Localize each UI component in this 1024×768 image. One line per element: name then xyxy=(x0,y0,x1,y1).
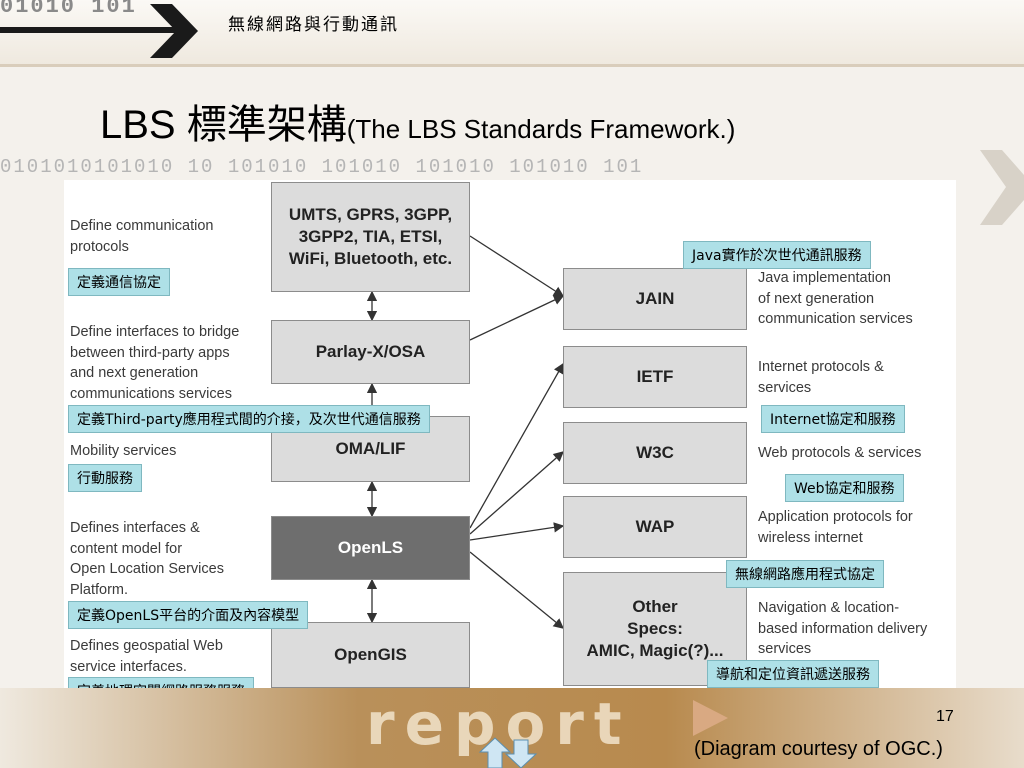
label-line: Web protocols & services xyxy=(758,445,922,461)
label-application-protocols: Application protocols for wireless inter… xyxy=(758,507,913,548)
caption-java: Java實作於次世代通訊服務 xyxy=(683,241,871,269)
caption-mobility: 行動服務 xyxy=(68,464,142,492)
header-title: 無線網路與行動通訊 xyxy=(228,15,399,35)
top-banner xyxy=(0,0,1024,64)
banner-binary-text: 01010 101 xyxy=(0,0,137,19)
label-mobility-services: Mobility services xyxy=(70,441,176,462)
label-line: communications services xyxy=(70,385,232,402)
box-line: 3GPP2, TIA, ETSI, xyxy=(298,227,443,246)
box-line: WiFi, Bluetooth, etc. xyxy=(288,249,453,268)
label-line: wireless internet xyxy=(758,529,863,546)
caption-web: Web協定和服務 xyxy=(785,474,904,502)
caption-wap: 無線網路應用程式協定 xyxy=(726,560,884,588)
caption-third-party: 定義Third-party應用程式間的介接，及次世代通信服務 xyxy=(68,405,430,433)
label-line: Open Location Services xyxy=(70,561,224,577)
box-line: W3C xyxy=(636,443,674,462)
box-line: OMA/LIF xyxy=(335,439,406,458)
box-line: Other xyxy=(632,597,678,616)
slide-title: LBS 標準架構(The LBS Standards Framework.) xyxy=(100,92,735,150)
box-line: WAP xyxy=(635,517,675,536)
page-number: 17 xyxy=(936,708,954,725)
box-line: AMIC, Magic(?)... xyxy=(586,641,724,660)
caption-openls: 定義OpenLS平台的介面及內容模型 xyxy=(68,601,309,629)
label-line: Java implementation xyxy=(758,270,891,286)
label-bridge-interfaces: Define interfaces to bridge between thir… xyxy=(70,322,239,404)
label-line: Define interfaces to bridge xyxy=(70,324,240,340)
label-line: protocols xyxy=(70,238,129,255)
footer-decor-text: report xyxy=(366,690,632,758)
label-line: of next generation xyxy=(758,290,875,307)
label-communication-protocols: Define communication protocols xyxy=(70,216,213,257)
label-line: communication services xyxy=(758,311,913,327)
box-line: UMTS, GPRS, 3GPP, xyxy=(288,205,453,224)
box-line: IETF xyxy=(636,367,674,386)
label-line: and next generation xyxy=(70,365,199,381)
box-jain: JAIN xyxy=(563,268,747,330)
label-internet-protocols: Internet protocols & services xyxy=(758,357,884,398)
banner-divider xyxy=(0,64,1024,67)
slide-title-sub: (The LBS Standards Framework.) xyxy=(346,114,736,144)
label-line: content model for xyxy=(70,540,183,557)
box-line: JAIN xyxy=(635,289,675,308)
box-ietf: IETF xyxy=(563,346,747,408)
label-line: Defines geospatial Web xyxy=(70,638,223,654)
box-openls: OpenLS xyxy=(271,516,470,580)
caption-internet: Internet協定和服務 xyxy=(761,405,905,433)
label-web-protocols: Web protocols & services xyxy=(758,443,921,464)
label-line: Mobility services xyxy=(70,443,177,459)
label-navigation-services: Navigation & location- based information… xyxy=(758,598,927,660)
label-openls-interfaces: Defines interfaces & content model for O… xyxy=(70,518,224,600)
slide-title-main: LBS 標準架構 xyxy=(100,103,347,147)
diagram-credit: (Diagram courtesy of OGC.) xyxy=(694,738,943,760)
box-line: OpenLS xyxy=(337,538,404,557)
label-line: service interfaces. xyxy=(70,658,187,675)
box-line: Parlay-X/OSA xyxy=(315,342,426,361)
binary-strip: 0101010101010 10 101010 101010 101010 10… xyxy=(0,156,644,178)
caption-navigation: 導航和定位資訊遞送服務 xyxy=(707,660,879,688)
box-line: Specs: xyxy=(627,619,683,638)
box-parlay-osa: Parlay-X/OSA xyxy=(271,320,470,384)
caption-define-protocols: 定義通信協定 xyxy=(68,268,170,296)
label-line: services xyxy=(758,379,812,396)
label-line: Platform. xyxy=(70,581,129,598)
label-line: services xyxy=(758,641,812,657)
box-opengis: OpenGIS xyxy=(271,622,470,688)
label-java-implementation: Java implementation of next generation c… xyxy=(758,268,913,330)
box-wap: WAP xyxy=(563,496,747,558)
label-line: Define communication xyxy=(70,218,214,234)
label-line: between third-party apps xyxy=(70,344,230,361)
label-line: Application protocols for xyxy=(758,509,913,525)
box-network-standards: UMTS, GPRS, 3GPP, 3GPP2, TIA, ETSI, WiFi, … xyxy=(271,182,470,292)
label-line: Defines interfaces & xyxy=(70,520,200,536)
label-line: Navigation & location- xyxy=(758,600,900,616)
label-geospatial-interfaces: Defines geospatial Web service interface… xyxy=(70,636,223,677)
label-line: Internet protocols & xyxy=(758,359,884,375)
label-line: based information delivery xyxy=(758,620,928,637)
box-line: OpenGIS xyxy=(334,645,407,664)
box-w3c: W3C xyxy=(563,422,747,484)
